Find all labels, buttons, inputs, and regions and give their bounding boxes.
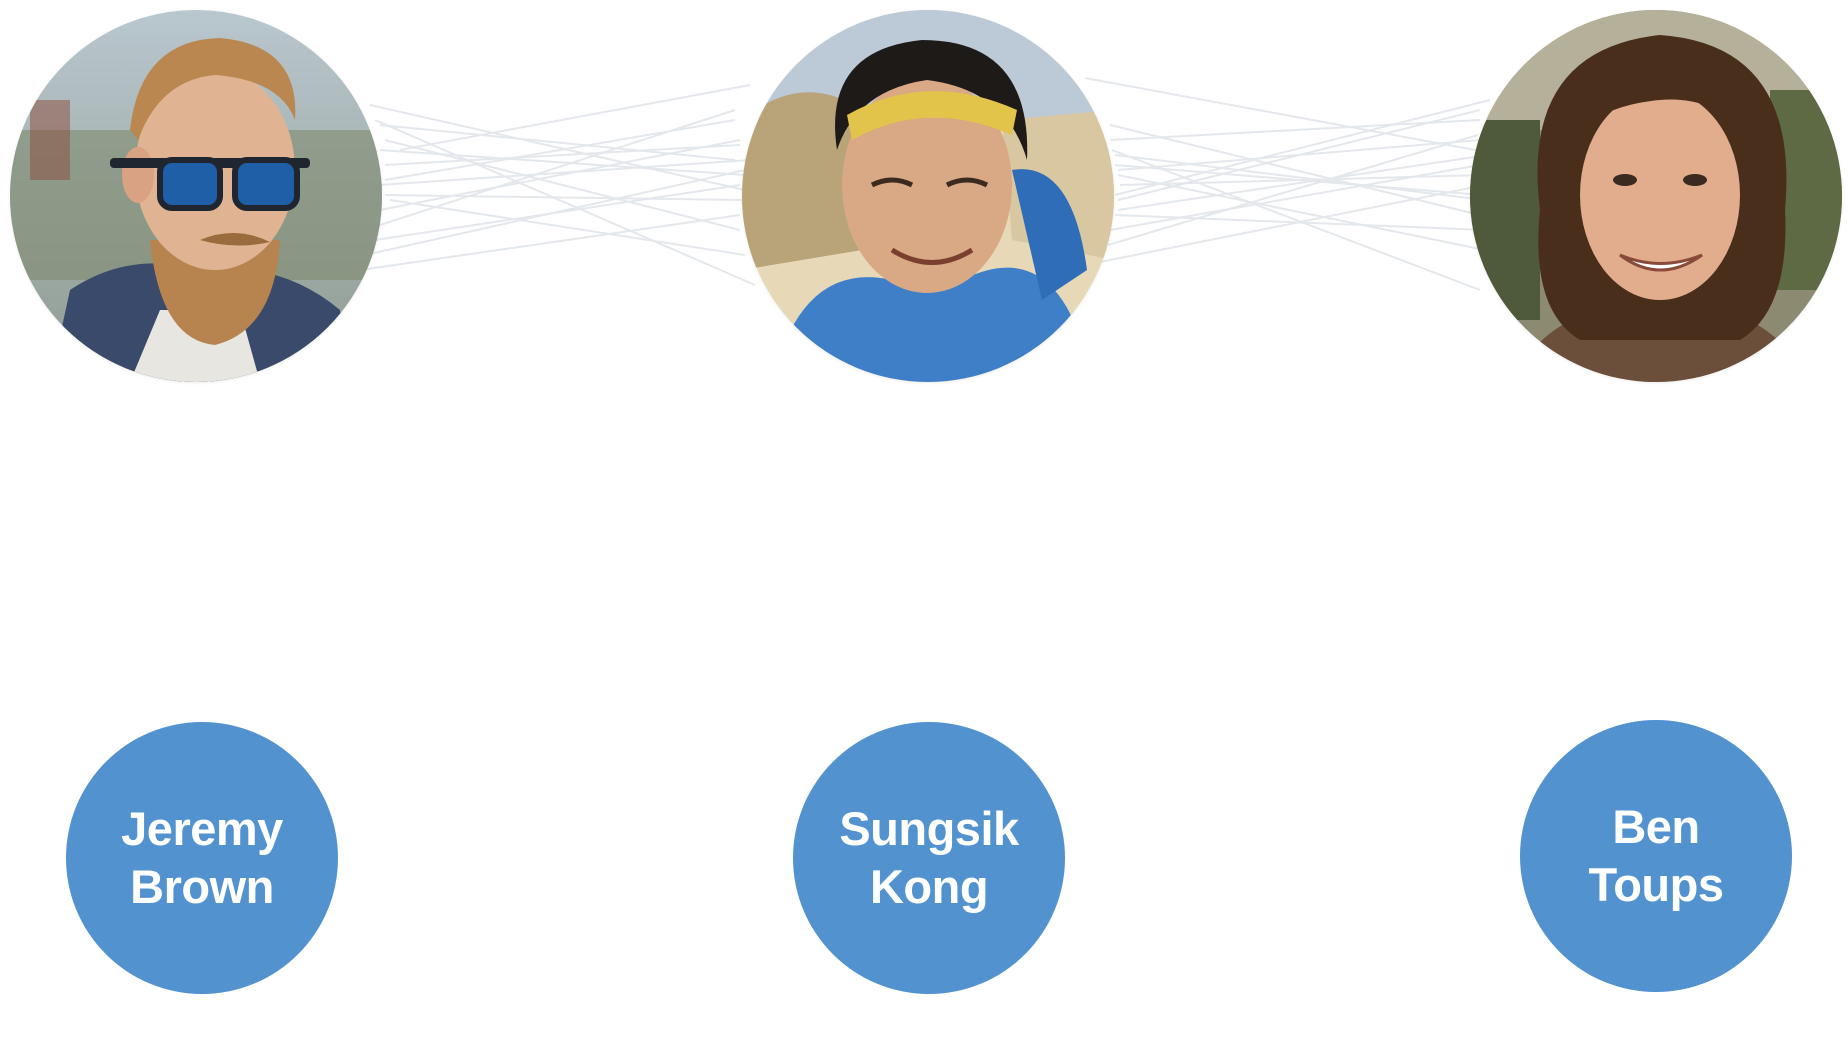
- person-name: Jeremy Brown: [121, 800, 283, 916]
- person-with-curly-hair-photo-icon: [1470, 10, 1842, 382]
- first-name: Sungsik: [839, 802, 1019, 855]
- person-photo-sungsik: [742, 10, 1114, 382]
- person-name: Ben Toups: [1588, 798, 1725, 914]
- connection-lines: [359, 77, 1491, 291]
- last-name: Toups: [1588, 858, 1725, 911]
- last-name: Kong: [869, 860, 989, 913]
- name-badge-ben-toups[interactable]: Ben Toups: [1520, 720, 1792, 992]
- name-badge-jeremy-brown[interactable]: Jeremy Brown: [66, 722, 338, 994]
- person-photo-jeremy: [10, 10, 382, 382]
- last-name: Brown: [130, 860, 274, 913]
- person-with-headband-photo-icon: [742, 10, 1114, 382]
- links-right-group: [1084, 77, 1491, 291]
- person-name: Sungsik Kong: [839, 800, 1019, 916]
- person-with-sunglasses-photo-icon: [10, 10, 382, 382]
- first-name: Ben: [1612, 800, 1700, 853]
- links-left-group: [359, 84, 756, 286]
- first-name: Jeremy: [121, 802, 283, 855]
- name-badge-sungsik-kong[interactable]: Sungsik Kong: [793, 722, 1065, 994]
- person-photo-ben: [1470, 10, 1842, 382]
